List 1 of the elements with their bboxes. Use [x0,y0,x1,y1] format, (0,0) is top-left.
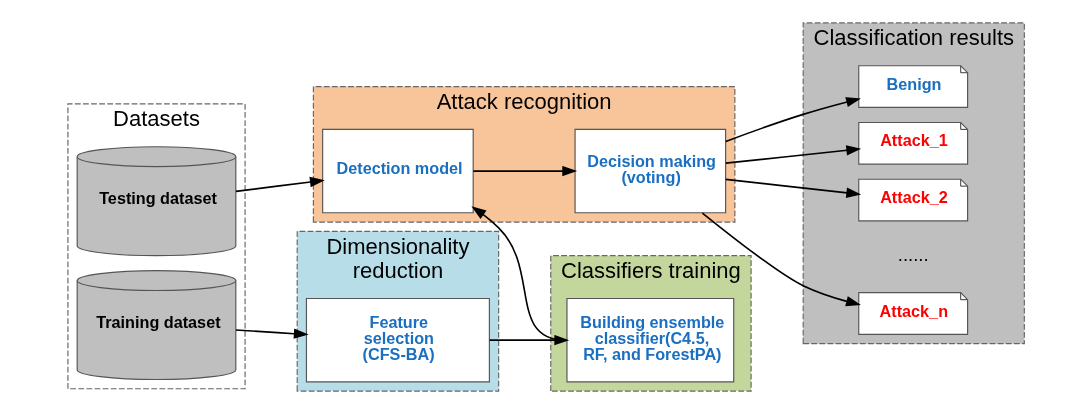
label: ...... [897,243,929,265]
